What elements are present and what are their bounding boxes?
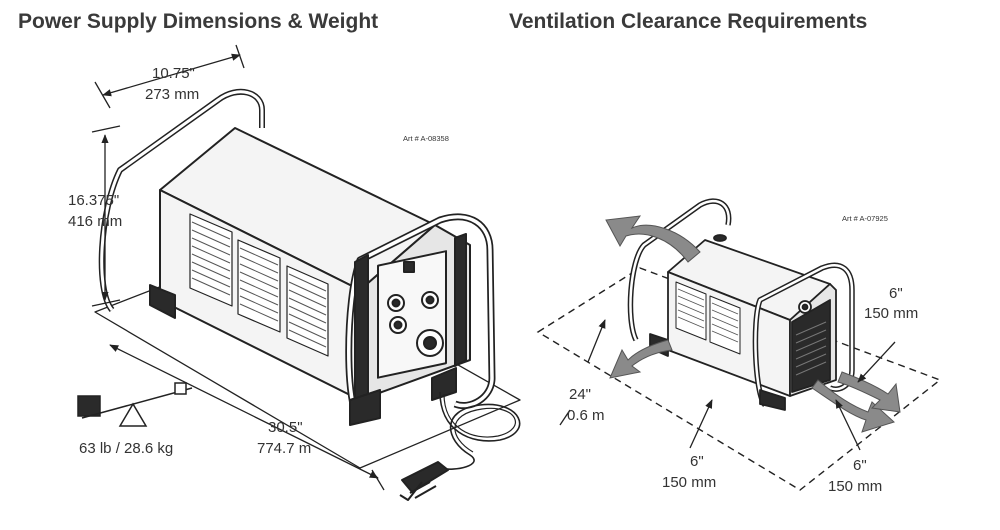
side-clearance-mm-label: 150 mm (864, 305, 918, 322)
art-number-right: Art # A-07925 (842, 214, 888, 223)
dimension-lines-right (559, 319, 896, 451)
power-supply-drawing (94, 88, 521, 501)
clearance-zone (536, 267, 942, 491)
bottom-clearance-mm-label: 150 mm (662, 474, 716, 491)
bottom-clearance-inches-label: 6" (690, 453, 704, 470)
width-mm-label: 273 mm (145, 86, 199, 103)
ventilation-title: Ventilation Clearance Requirements (509, 10, 868, 33)
art-number-left: Art # A-08358 (403, 134, 449, 143)
dimension-lines-left (91, 44, 385, 491)
dimensions-title: Power Supply Dimensions & Weight (18, 10, 379, 33)
side-clearance-inches-label: 6" (889, 285, 903, 302)
width-inches-label: 10.75" (152, 65, 195, 82)
rear-clearance-m-label: 0.6 m (567, 407, 605, 424)
length-inches-label: 30.5" (268, 419, 303, 436)
height-mm-label: 416 mm (68, 213, 122, 230)
airflow-arrows (605, 215, 901, 433)
weight-scale-icon (77, 382, 193, 427)
rear-clearance-inches-label: 24" (569, 386, 591, 403)
right-clearance-inches-label: 6" (853, 457, 867, 474)
right-clearance-mm-label: 150 mm (828, 478, 882, 495)
height-inches-label: 16.375" (68, 192, 119, 209)
weight-label: 63 lb / 28.6 kg (79, 440, 173, 457)
length-mm-label: 774.7 m (257, 440, 311, 457)
